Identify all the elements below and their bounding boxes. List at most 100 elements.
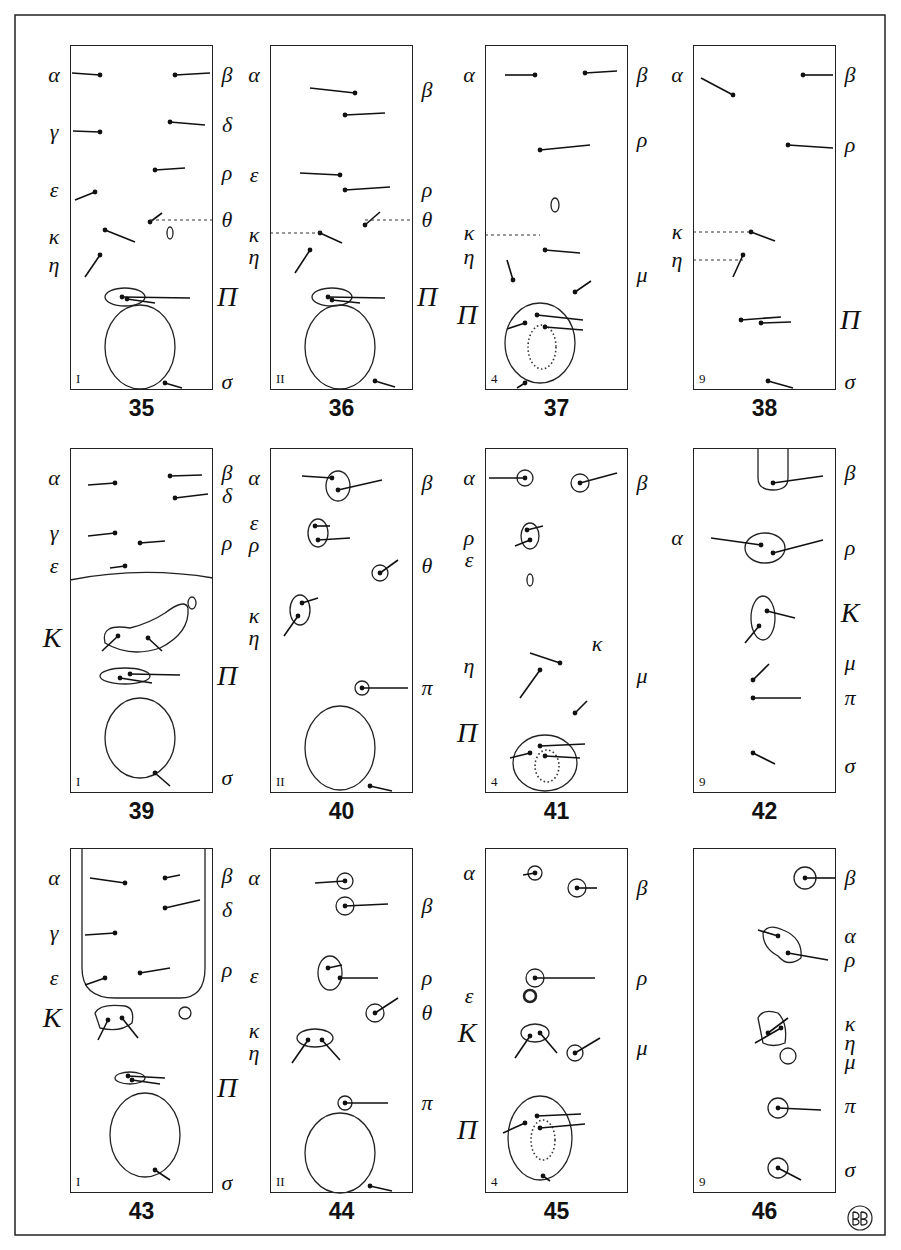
seta — [128, 1076, 165, 1078]
seta-label: σ — [222, 767, 233, 789]
seta-base — [558, 661, 563, 666]
seta-base — [128, 672, 133, 677]
seta — [535, 977, 595, 979]
seta-label: α — [48, 467, 60, 489]
seta — [507, 260, 513, 280]
seta-base — [751, 696, 756, 701]
seta-label: α — [48, 64, 60, 86]
seta-label: ε — [465, 985, 474, 1007]
seta-label: ρ — [249, 534, 260, 556]
seta — [155, 1170, 170, 1180]
seta — [370, 786, 392, 791]
seta-base — [578, 481, 583, 486]
seta-label: α — [48, 867, 60, 889]
seta — [322, 1040, 340, 1060]
segment-panel: 938 — [693, 45, 836, 390]
outline-path — [758, 1011, 786, 1045]
seta-base — [153, 771, 158, 776]
seta — [85, 255, 100, 277]
seta — [741, 317, 781, 320]
seta — [120, 678, 152, 683]
seta-label: η — [49, 254, 60, 276]
seta — [503, 1123, 525, 1133]
seta-base — [523, 381, 528, 386]
seta — [85, 933, 115, 935]
seta — [88, 533, 115, 536]
seta-label: σ — [845, 755, 856, 777]
seta-base — [535, 1114, 540, 1119]
seta — [575, 701, 587, 713]
seta-base — [300, 601, 305, 606]
seta-base — [163, 876, 168, 881]
outline-ellipse — [305, 305, 375, 389]
seta-base — [343, 904, 348, 909]
figure-number: 46 — [694, 1198, 835, 1225]
seta-base — [98, 130, 103, 135]
segment-panel: I35 — [70, 45, 213, 390]
seta — [788, 953, 828, 960]
seta-base — [118, 676, 123, 681]
seta-base — [538, 1031, 543, 1036]
seta — [175, 494, 208, 498]
seta-label: γ — [50, 922, 59, 944]
seta — [302, 598, 318, 603]
outline-ellipse — [167, 227, 173, 239]
seta — [537, 1114, 581, 1116]
seta-label: Π — [217, 662, 237, 690]
seta — [540, 1124, 585, 1128]
seta-label: α — [844, 925, 856, 947]
segment-number: 4 — [491, 774, 498, 790]
seta-base — [363, 223, 368, 228]
seta — [90, 878, 125, 883]
seta-label: κ — [464, 222, 475, 244]
seta-label: κ — [249, 1020, 260, 1042]
seta — [758, 930, 778, 936]
seta-base — [98, 73, 103, 78]
seta-label: μ — [636, 264, 647, 286]
seta — [315, 881, 345, 883]
seta-label: σ — [222, 371, 233, 393]
outline-ellipse — [105, 698, 175, 778]
seta-label: α — [248, 467, 260, 489]
seta-base — [153, 1168, 158, 1173]
outline-path — [104, 604, 188, 652]
seta-label: ε — [50, 555, 59, 577]
seta-base — [766, 379, 771, 384]
seta-map — [270, 88, 413, 389]
seta-base — [538, 148, 543, 153]
seta-map — [292, 873, 398, 1193]
seta-label: β — [222, 865, 233, 887]
seta-base — [533, 976, 538, 981]
seta-base — [378, 571, 383, 576]
stippled-area — [535, 750, 559, 782]
figure-number: 43 — [71, 1198, 212, 1225]
stippled-area — [528, 325, 556, 369]
seta-base — [103, 976, 108, 981]
seta-base — [296, 614, 301, 619]
seta-base — [113, 931, 118, 936]
outline-ellipse — [105, 305, 175, 389]
seta-base — [528, 1034, 533, 1039]
seta — [362, 687, 408, 689]
segment-panel: II40 — [270, 448, 413, 793]
seta-base — [757, 624, 762, 629]
monogram — [848, 1206, 872, 1230]
seta-map — [70, 474, 213, 786]
seta — [302, 476, 332, 478]
seta-base — [528, 538, 533, 543]
seta — [140, 968, 170, 973]
seta-base — [543, 248, 548, 253]
seta-label: σ — [845, 1159, 856, 1181]
seta — [711, 538, 761, 545]
seta — [778, 1108, 821, 1110]
seta-base — [130, 1078, 135, 1083]
seta-base — [776, 934, 781, 939]
seta — [507, 323, 525, 329]
seta-label: Π — [840, 306, 860, 334]
seta — [510, 753, 530, 758]
seta — [295, 250, 310, 273]
seta-base — [535, 313, 540, 318]
seta — [745, 626, 759, 643]
seta — [545, 756, 580, 758]
outline-path — [70, 572, 213, 580]
